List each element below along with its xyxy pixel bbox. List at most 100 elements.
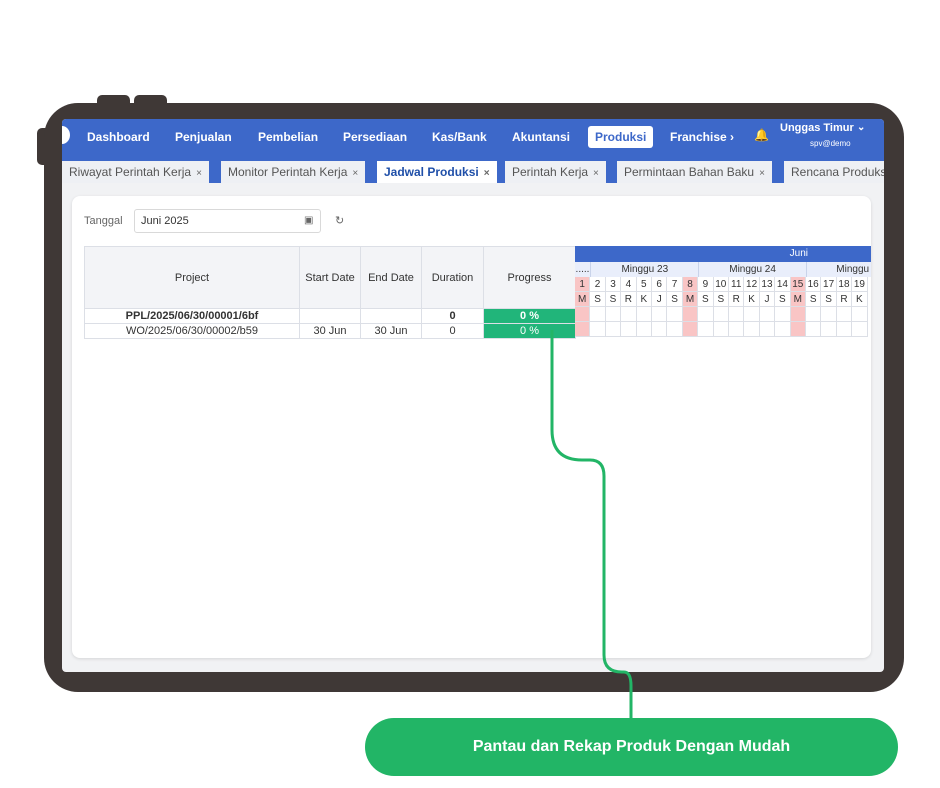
gantt-weekday: M bbox=[790, 292, 806, 307]
nav-penjualan[interactable]: Penjualan bbox=[175, 130, 232, 144]
tab-jadwal-produksi[interactable]: Jadwal Produksi× bbox=[377, 161, 497, 183]
close-icon[interactable]: × bbox=[352, 168, 359, 179]
close-icon[interactable]: × bbox=[593, 168, 599, 179]
refresh-icon[interactable]: ↻ bbox=[335, 215, 345, 227]
user-email: spv@demo bbox=[810, 139, 851, 148]
gantt-cell bbox=[590, 322, 606, 337]
gantt-cell bbox=[652, 322, 668, 337]
table-row[interactable]: PPL/2025/06/30/00001/6bf 0 0 % bbox=[84, 308, 576, 324]
gantt-cell bbox=[575, 322, 591, 337]
cell-start: 30 Jun bbox=[299, 323, 361, 339]
gantt-cell bbox=[605, 307, 622, 322]
gantt-cell bbox=[667, 322, 683, 337]
tab-rencana-produksi[interactable]: Rencana Produksi bbox=[784, 161, 884, 183]
tab-label: Perintah Kerja bbox=[512, 165, 589, 179]
gantt-weekday: S bbox=[590, 292, 606, 307]
close-icon[interactable]: × bbox=[759, 168, 765, 179]
gantt-day: 8 bbox=[682, 277, 699, 292]
gantt-cell bbox=[852, 322, 868, 337]
col-header-progress: Progress bbox=[483, 246, 576, 309]
gantt-cell bbox=[667, 307, 683, 322]
tab-permintaan-bahan-baku[interactable]: Permintaan Bahan Baku × bbox=[617, 161, 772, 183]
tab-riwayat-perintah-kerja[interactable]: Riwayat Perintah Kerja × bbox=[62, 161, 209, 183]
gantt-day: 2 bbox=[590, 277, 606, 292]
gantt-cell bbox=[775, 322, 791, 337]
calendar-icon[interactable]: ▣ bbox=[304, 215, 314, 226]
filter-label: Tanggal bbox=[84, 215, 123, 227]
top-navbar: Dashboard Penjualan Pembelian Persediaan… bbox=[62, 119, 884, 153]
gantt-cell bbox=[852, 307, 868, 322]
gantt-weekday: K bbox=[852, 292, 868, 307]
gantt-day: 16 bbox=[806, 277, 822, 292]
gantt-cell bbox=[790, 322, 806, 337]
gantt-week-prev: ..... bbox=[575, 262, 591, 277]
nav-dashboard[interactable]: Dashboard bbox=[87, 130, 150, 144]
gantt-cell bbox=[744, 322, 760, 337]
project-table: Project Start Date End Date Duration Pro… bbox=[84, 246, 576, 339]
gantt-cell bbox=[729, 307, 745, 322]
schedule-card: Tanggal Juni 2025 ▣ ↻ Project Start Date… bbox=[72, 196, 871, 658]
gantt-cell bbox=[759, 307, 776, 322]
gantt-day: 6 bbox=[652, 277, 668, 292]
close-icon[interactable]: × bbox=[483, 168, 490, 179]
gantt-cell bbox=[621, 322, 637, 337]
gantt-weekday: S bbox=[605, 292, 622, 307]
month-value: Juni 2025 bbox=[141, 215, 189, 227]
cell-end: 30 Jun bbox=[360, 323, 422, 339]
gantt-cell bbox=[605, 322, 622, 337]
table-row[interactable]: WO/2025/06/30/00002/b59 30 Jun 30 Jun 0 … bbox=[84, 323, 576, 339]
month-picker[interactable]: Juni 2025 bbox=[134, 209, 321, 233]
gantt-month: Juni bbox=[575, 246, 871, 262]
gantt-cell bbox=[652, 307, 668, 322]
tab-label: Riwayat Perintah Kerja bbox=[69, 165, 192, 179]
close-icon[interactable]: × bbox=[196, 168, 202, 179]
tab-monitor-perintah-kerja[interactable]: Monitor Perintah Kerja× bbox=[221, 161, 366, 183]
gantt-cell bbox=[575, 307, 591, 322]
bell-icon[interactable]: 🔔 bbox=[754, 128, 769, 142]
nav-franchise[interactable]: Franchise › bbox=[670, 130, 735, 144]
gantt-weekday: S bbox=[713, 292, 729, 307]
col-header-duration: Duration bbox=[421, 246, 484, 309]
gantt-cell bbox=[821, 322, 837, 337]
nav-pembelian[interactable]: Pembelian bbox=[258, 130, 319, 144]
cell-project: WO/2025/06/30/00002/b59 bbox=[84, 323, 300, 339]
user-menu[interactable]: Unggas Timur ⌄ spv@demo bbox=[780, 122, 865, 148]
gantt-cell bbox=[790, 307, 806, 322]
app-screen: Dashboard Penjualan Pembelian Persediaan… bbox=[62, 119, 884, 672]
gantt-weekday: S bbox=[806, 292, 822, 307]
nav-kasbank[interactable]: Kas/Bank bbox=[432, 130, 487, 144]
gantt-day: 3 bbox=[605, 277, 622, 292]
tab-label: Rencana Produksi bbox=[791, 165, 884, 179]
gantt-cell bbox=[682, 307, 699, 322]
tab-bar: Riwayat Perintah Kerja × Monitor Perintah… bbox=[62, 153, 884, 183]
gantt-cell bbox=[836, 322, 853, 337]
gantt-weekday: R bbox=[621, 292, 637, 307]
gantt-weekday: M bbox=[575, 292, 591, 307]
nav-persediaan[interactable]: Persediaan bbox=[343, 130, 408, 144]
gantt-weekday: S bbox=[775, 292, 791, 307]
gantt-weekday: S bbox=[667, 292, 683, 307]
gantt-day: 14 bbox=[775, 277, 791, 292]
gantt-day: 18 bbox=[836, 277, 853, 292]
gantt-cell bbox=[621, 307, 637, 322]
tab-label: Permintaan Bahan Baku bbox=[624, 165, 755, 179]
cta-banner[interactable]: Pantau dan Rekap Produk Dengan Mudah bbox=[365, 718, 898, 776]
gantt-cell bbox=[698, 322, 714, 337]
gantt-week: Minggu bbox=[807, 262, 871, 277]
gantt-cell bbox=[636, 322, 652, 337]
nav-akuntansi[interactable]: Akuntansi bbox=[512, 130, 571, 144]
gantt-cell bbox=[590, 307, 606, 322]
cell-progress: 0 % bbox=[483, 308, 576, 324]
col-header-start-date: Start Date bbox=[299, 246, 361, 309]
tab-perintah-kerja[interactable]: Perintah Kerja × bbox=[505, 161, 606, 183]
nav-produksi[interactable]: Produksi bbox=[588, 126, 654, 148]
gantt-cell bbox=[744, 307, 760, 322]
gantt-weekday: M bbox=[682, 292, 699, 307]
gantt-weekday: R bbox=[729, 292, 745, 307]
gantt-cell bbox=[759, 322, 776, 337]
gantt-day: 1 bbox=[575, 277, 591, 292]
gantt-weekday: K bbox=[744, 292, 760, 307]
